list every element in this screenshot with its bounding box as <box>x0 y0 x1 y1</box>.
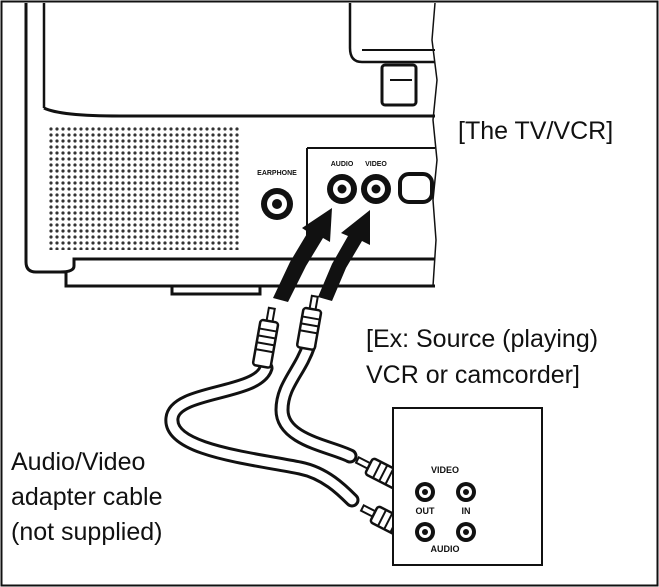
tv-vcr-label: [The TV/VCR] <box>458 117 614 145</box>
source-out-label: OUT <box>416 506 436 516</box>
cable-label-line3: (not supplied) <box>11 518 163 546</box>
tv-video-jack-label: VIDEO <box>365 161 387 168</box>
rca-plug-audio-tv-end <box>251 306 280 369</box>
tv-svideo-port <box>398 172 434 204</box>
connection-arrows <box>273 208 370 302</box>
source-audio-label: AUDIO <box>431 544 460 554</box>
earphone-jack <box>261 188 293 220</box>
source-audio-in-jack <box>456 522 476 542</box>
source-label-line2: VCR or camcorder] <box>366 361 580 389</box>
av-adapter-cable <box>164 337 360 508</box>
tv-vcr-unit <box>24 2 438 296</box>
source-in-label: IN <box>462 506 471 516</box>
cable-label-line2: adapter cable <box>11 483 163 511</box>
arrow-to-video-jack <box>318 210 370 301</box>
source-video-out-jack <box>415 482 435 502</box>
source-video-label: VIDEO <box>431 465 459 475</box>
source-video-in-jack <box>456 482 476 502</box>
cable-label-line1: Audio/Video <box>11 448 146 476</box>
source-label-line1: [Ex: Source (playing) <box>366 325 599 353</box>
rca-plug-video-tv-end <box>295 294 323 351</box>
earphone-jack-label: EARPHONE <box>257 170 297 177</box>
tv-av-input-panel <box>306 147 435 236</box>
speaker-grille <box>48 125 240 250</box>
tv-audio-jack-label: AUDIO <box>331 161 354 168</box>
tv-video-jack <box>361 174 391 204</box>
arrow-to-audio-jack <box>273 208 332 302</box>
tv-audio-jack <box>327 174 357 204</box>
source-audio-out-jack <box>415 522 435 542</box>
